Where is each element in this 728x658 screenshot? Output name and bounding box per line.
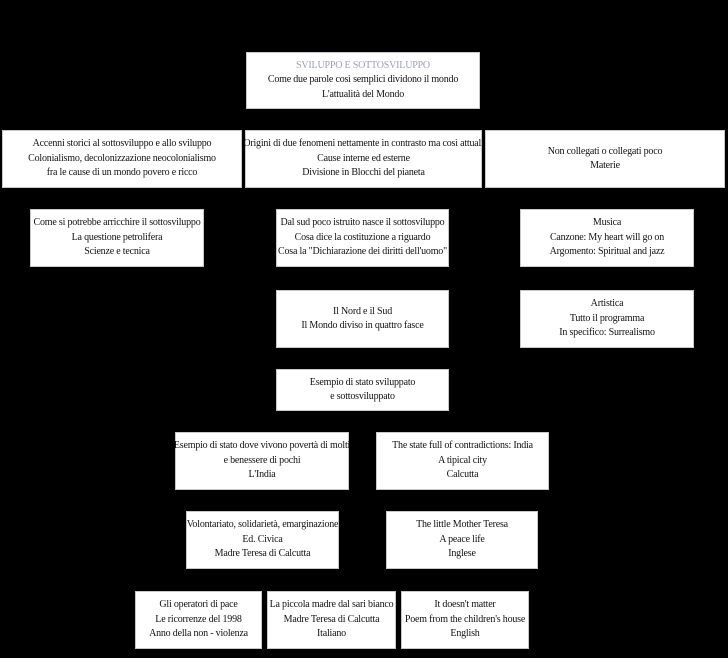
node-doesnt-matter-line-3: English — [450, 628, 480, 640]
node-sari-line-3: Italiano — [317, 628, 346, 640]
node-india-line-1: Esempio di stato dove vivono povertà di … — [173, 440, 351, 452]
node-not-connected-line-1: Non collegati o collegati poco — [547, 145, 663, 157]
node-history-line-2: Colonialismo, decolonizzazione neocoloni… — [28, 152, 216, 164]
node-state-full: The state full of contradictions: India … — [376, 432, 549, 490]
node-south-line-3: Cosa la "Dichiarazione dei diritti dell'… — [278, 246, 447, 258]
node-art: Artistica Tutto il programma In specific… — [520, 290, 694, 348]
node-south-line-1: Dal sud poco istruito nasce il sottosvil… — [280, 217, 445, 229]
node-little-mother-line-3: Inglese — [448, 548, 476, 560]
node-sari-line-1: La piccola madre dal sari bianco — [269, 599, 394, 611]
node-art-line-2: Tutto il programma — [569, 312, 645, 324]
node-enrich-line-2: La questione petrolifera — [71, 231, 163, 243]
node-origins-line-2: Cause interne ed esterne — [317, 152, 410, 164]
node-doesnt-matter: It doesn't matter Poem from the children… — [401, 591, 529, 649]
node-example-line-1: Esempio di stato sviluppato — [309, 376, 416, 388]
node-history-line-1: Accenni storici al sottosviluppo e allo … — [32, 138, 212, 150]
node-state-full-line-1: The state full of contradictions: India — [392, 440, 533, 452]
node-enrich: Come si potrebbe arricchire il sottosvil… — [30, 209, 204, 267]
node-peace-workers-line-2: Le ricorrenze del 1998 — [155, 613, 242, 625]
node-history: Accenni storici al sottosviluppo e allo … — [2, 130, 242, 188]
node-north-south-line-2: Il Mondo diviso in quattro fasce — [301, 320, 424, 331]
node-little-mother: The little Mother Teresa A peace life In… — [386, 511, 538, 569]
node-not-connected-line-2: Materie — [590, 160, 620, 171]
node-art-line-1: Artistica — [590, 298, 624, 310]
node-peace-workers: Gli operatori di pace Le ricorrenze del … — [135, 591, 262, 649]
node-root-line-2: L'attualità del Mondo — [321, 88, 405, 100]
node-state-full-line-3: Calcutta — [446, 469, 479, 481]
node-volunteer: Volontariato, solidarietà, emarginazione… — [186, 511, 339, 569]
node-volunteer-line-2: Ed. Civica — [242, 533, 283, 545]
node-doesnt-matter-line-1: It doesn't matter — [434, 599, 496, 611]
node-music-line-1: Musica — [592, 217, 622, 229]
node-enrich-line-1: Come si potrebbe arricchire il sottosvil… — [33, 217, 201, 229]
node-north-south-line-1: Il Nord e il Sud — [332, 305, 393, 317]
node-not-connected: Non collegati o collegati poco Materie — [485, 130, 725, 188]
node-south-line-2: Cosa dice la costituzione a riguardo — [294, 231, 431, 243]
node-root-title: SVILUPPO E SOTTOSVILUPPO — [296, 59, 430, 71]
node-peace-workers-line-1: Gli operatori di pace — [159, 599, 238, 611]
node-volunteer-line-3: Madre Teresa di Calcutta — [214, 548, 311, 560]
node-south: Dal sud poco istruito nasce il sottosvil… — [276, 209, 449, 267]
node-origins-line-3: Divisione in Blocchi del pianeta — [302, 167, 425, 179]
node-india-line-3: L'India — [248, 469, 276, 481]
node-doesnt-matter-line-2: Poem from the children's house — [404, 613, 526, 625]
node-origins-line-1: Origini di due fenomeni nettamente in co… — [243, 138, 484, 150]
node-state-full-line-2: A tipical city — [438, 454, 487, 466]
node-little-mother-line-1: The little Mother Teresa — [416, 519, 508, 531]
node-india-line-2: e benessere di pochi — [223, 454, 301, 466]
node-origins: Origini di due fenomeni nettamente in co… — [243, 130, 484, 188]
node-root: SVILUPPO E SOTTOSVILUPPO Come due parole… — [246, 52, 480, 109]
node-history-line-3: fra le cause di un mondo povero e ricco — [46, 167, 198, 179]
node-sari: La piccola madre dal sari bianco Madre T… — [267, 591, 396, 649]
node-root-line-1: Come due parole così semplici dividono i… — [267, 74, 459, 86]
node-example-line-2: e sottosviluppato — [330, 391, 395, 402]
node-india: Esempio di stato dove vivono povertà di … — [173, 432, 351, 490]
node-art-line-3: In specifico: Surrealismo — [559, 327, 655, 339]
node-volunteer-line-1: Volontariato, solidarietà, emarginazione — [186, 519, 339, 531]
node-music: Musica Canzone: My heart will go on Argo… — [520, 209, 694, 267]
node-enrich-line-3: Scienze e tecnica — [84, 246, 150, 258]
node-music-line-2: Canzone: My heart will go on — [549, 231, 665, 243]
node-north-south: Il Nord e il Sud Il Mondo diviso in quat… — [276, 290, 449, 348]
node-example: Esempio di stato sviluppato e sottosvilu… — [276, 369, 449, 411]
node-sari-line-2: Madre Teresa di Calcutta — [283, 613, 380, 625]
node-music-line-3: Argomento: Spiritual and jazz — [549, 246, 665, 258]
node-little-mother-line-2: A peace life — [439, 533, 485, 545]
node-peace-workers-line-3: Anno della non - violenza — [149, 628, 248, 640]
